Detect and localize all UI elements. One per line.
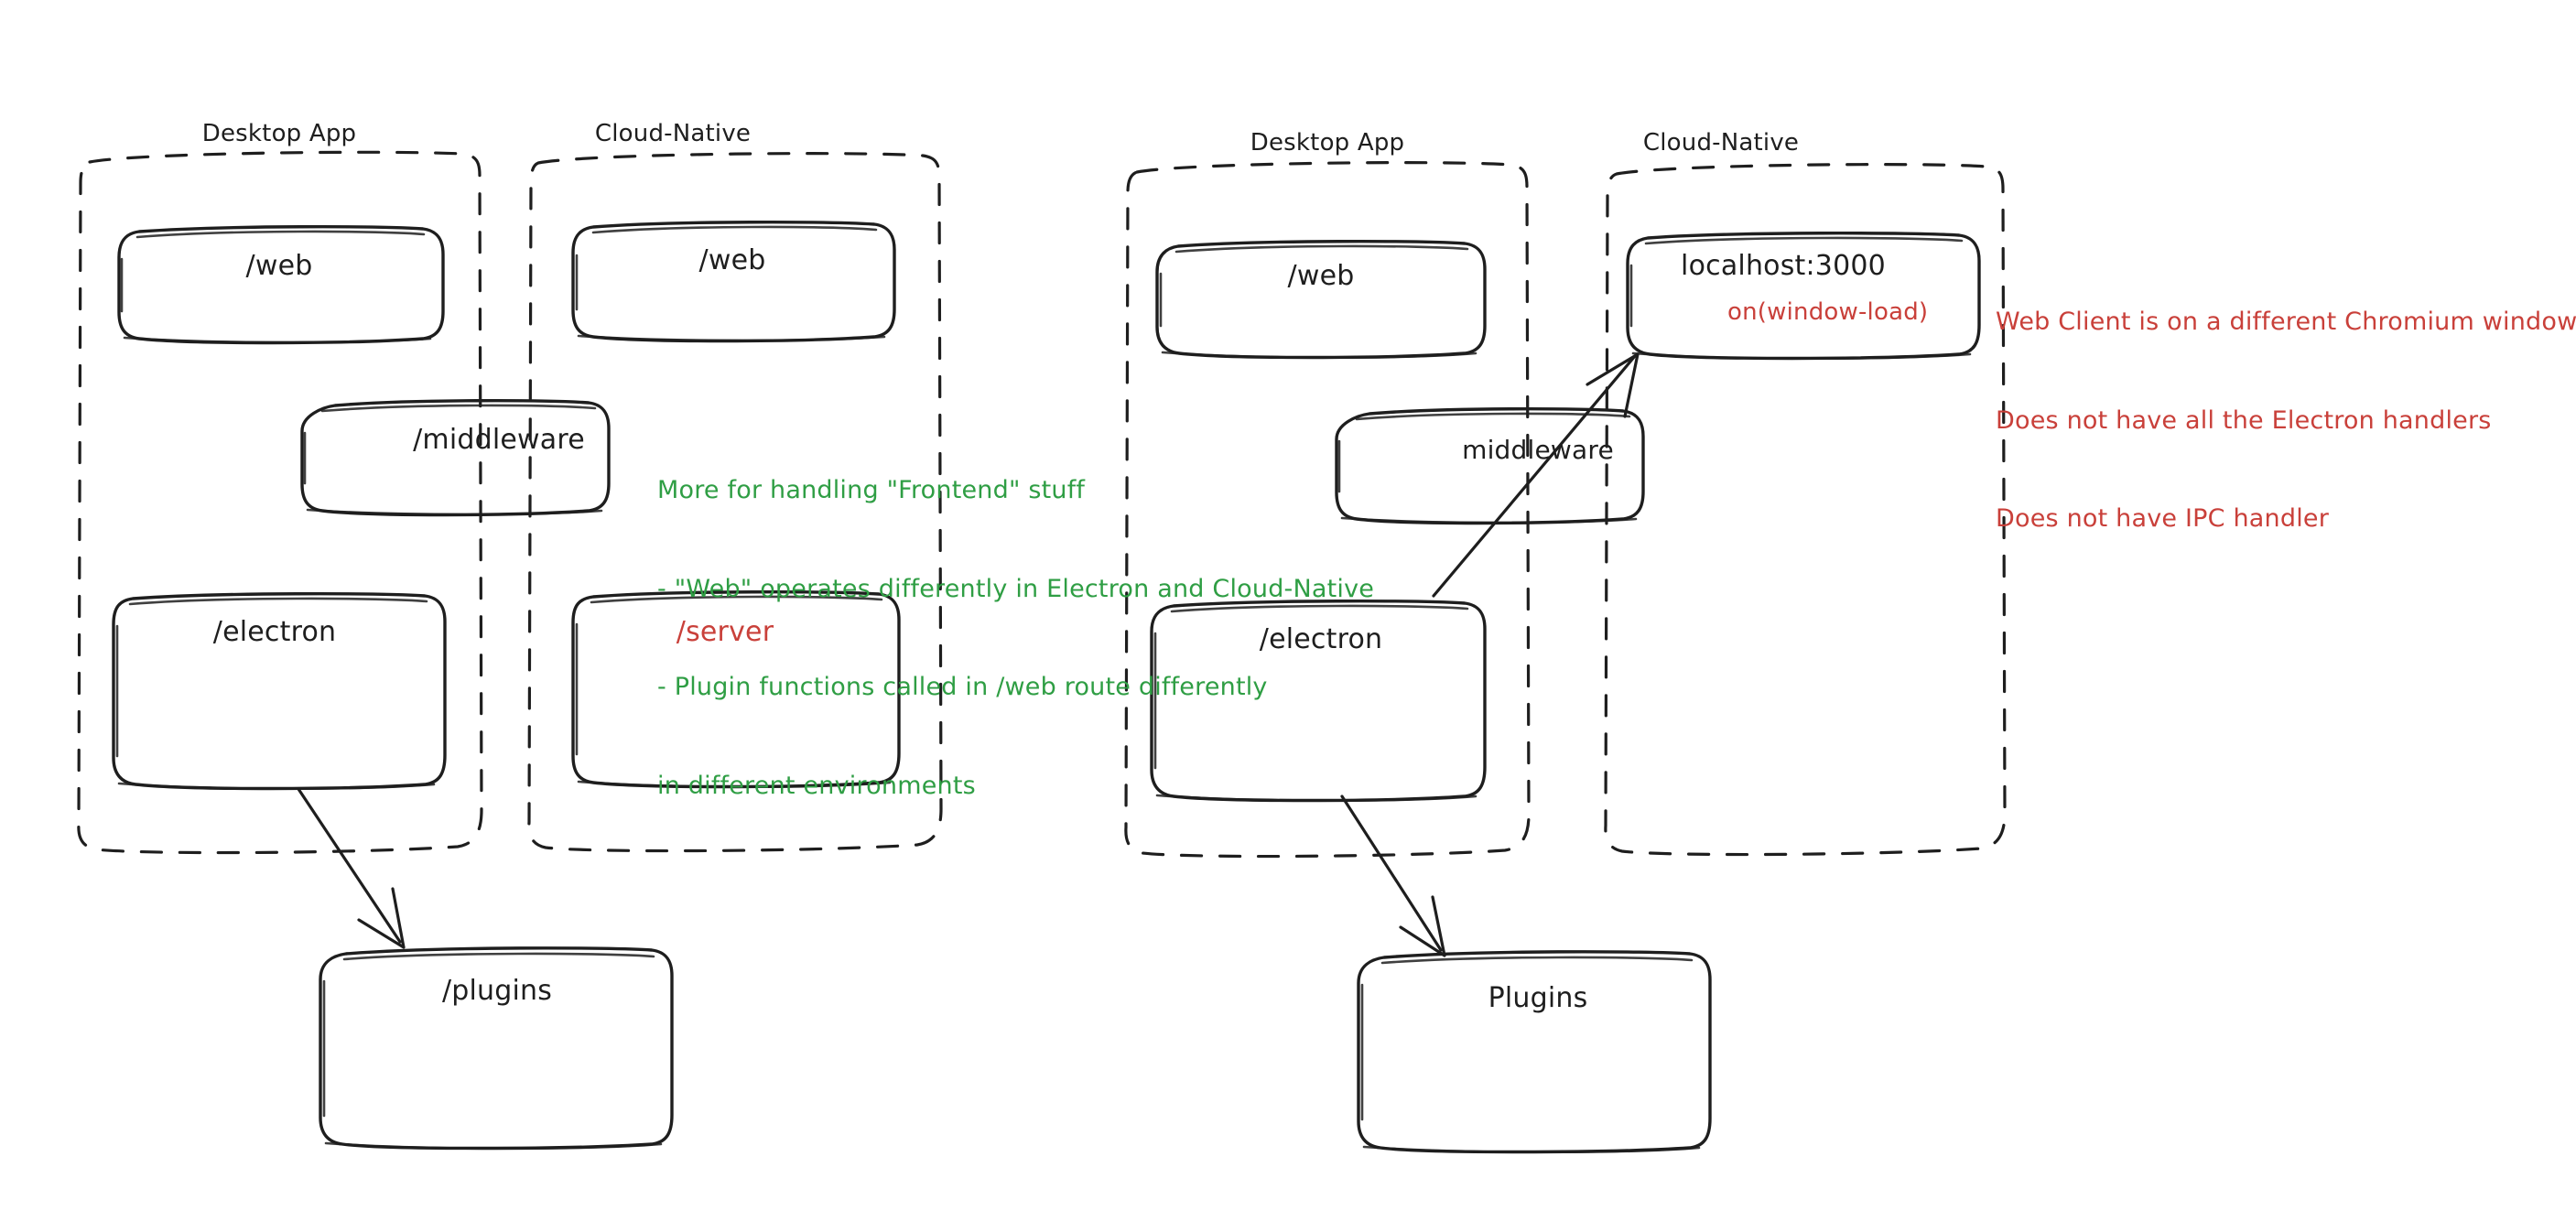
note-frontend-line-2: - "Web" operates differently in Electron… [657, 574, 1375, 603]
arrow-left-electron-to-plugins [297, 787, 406, 949]
shape-left-cloud-web [571, 221, 896, 343]
group-title-right-cloud-native: Cloud-Native [1642, 129, 1800, 157]
box-label-left-electron: /electron [212, 616, 337, 648]
box-label-left-cloud-web: /web [698, 244, 766, 276]
note-web-client: Web Client is on a different Chromium wi… [1996, 240, 2576, 601]
group-title-left-desktop-app: Desktop App [201, 120, 357, 147]
box-label-left-plugins: /plugins [441, 975, 553, 1007]
note-web-client-line-3: Does not have IPC handler [1996, 504, 2330, 534]
box-label-left-middleware: /middleware [413, 424, 585, 456]
shape-left-desktop-web [117, 225, 445, 345]
arrow-right-electron-to-localhost [1432, 352, 1640, 598]
box-label-right-plugins: Plugins [1488, 982, 1588, 1014]
group-title-right-desktop-app: Desktop App [1250, 129, 1405, 157]
note-web-client-line-1: Web Client is on a different Chromium wi… [1996, 307, 2576, 336]
note-web-client-line-2: Does not have all the Electron handlers [1996, 405, 2492, 435]
box-label-left-desktop-web: /web [245, 250, 313, 282]
box-label-right-electron: /electron [1259, 623, 1383, 655]
note-frontend-line-3: - Plugin functions called in /web route … [657, 673, 1268, 702]
group-title-left-cloud-native: Cloud-Native [594, 120, 752, 147]
box-label-right-desktop-web: /web [1287, 260, 1355, 292]
note-frontend-line-4: in different environments [657, 771, 976, 800]
note-frontend-line-1: More for handling "Frontend" stuff [657, 475, 1086, 504]
box-label-left-server: /server [676, 616, 774, 648]
box-label-right-middleware: middleware [1462, 435, 1614, 465]
box-label-right-localhost: localhost:3000 [1681, 250, 1886, 282]
note-frontend: More for handling "Frontend" stuff - "We… [657, 408, 1374, 869]
box-sublabel-right-localhost-on-window-load: on(window-load) [1727, 298, 1929, 326]
